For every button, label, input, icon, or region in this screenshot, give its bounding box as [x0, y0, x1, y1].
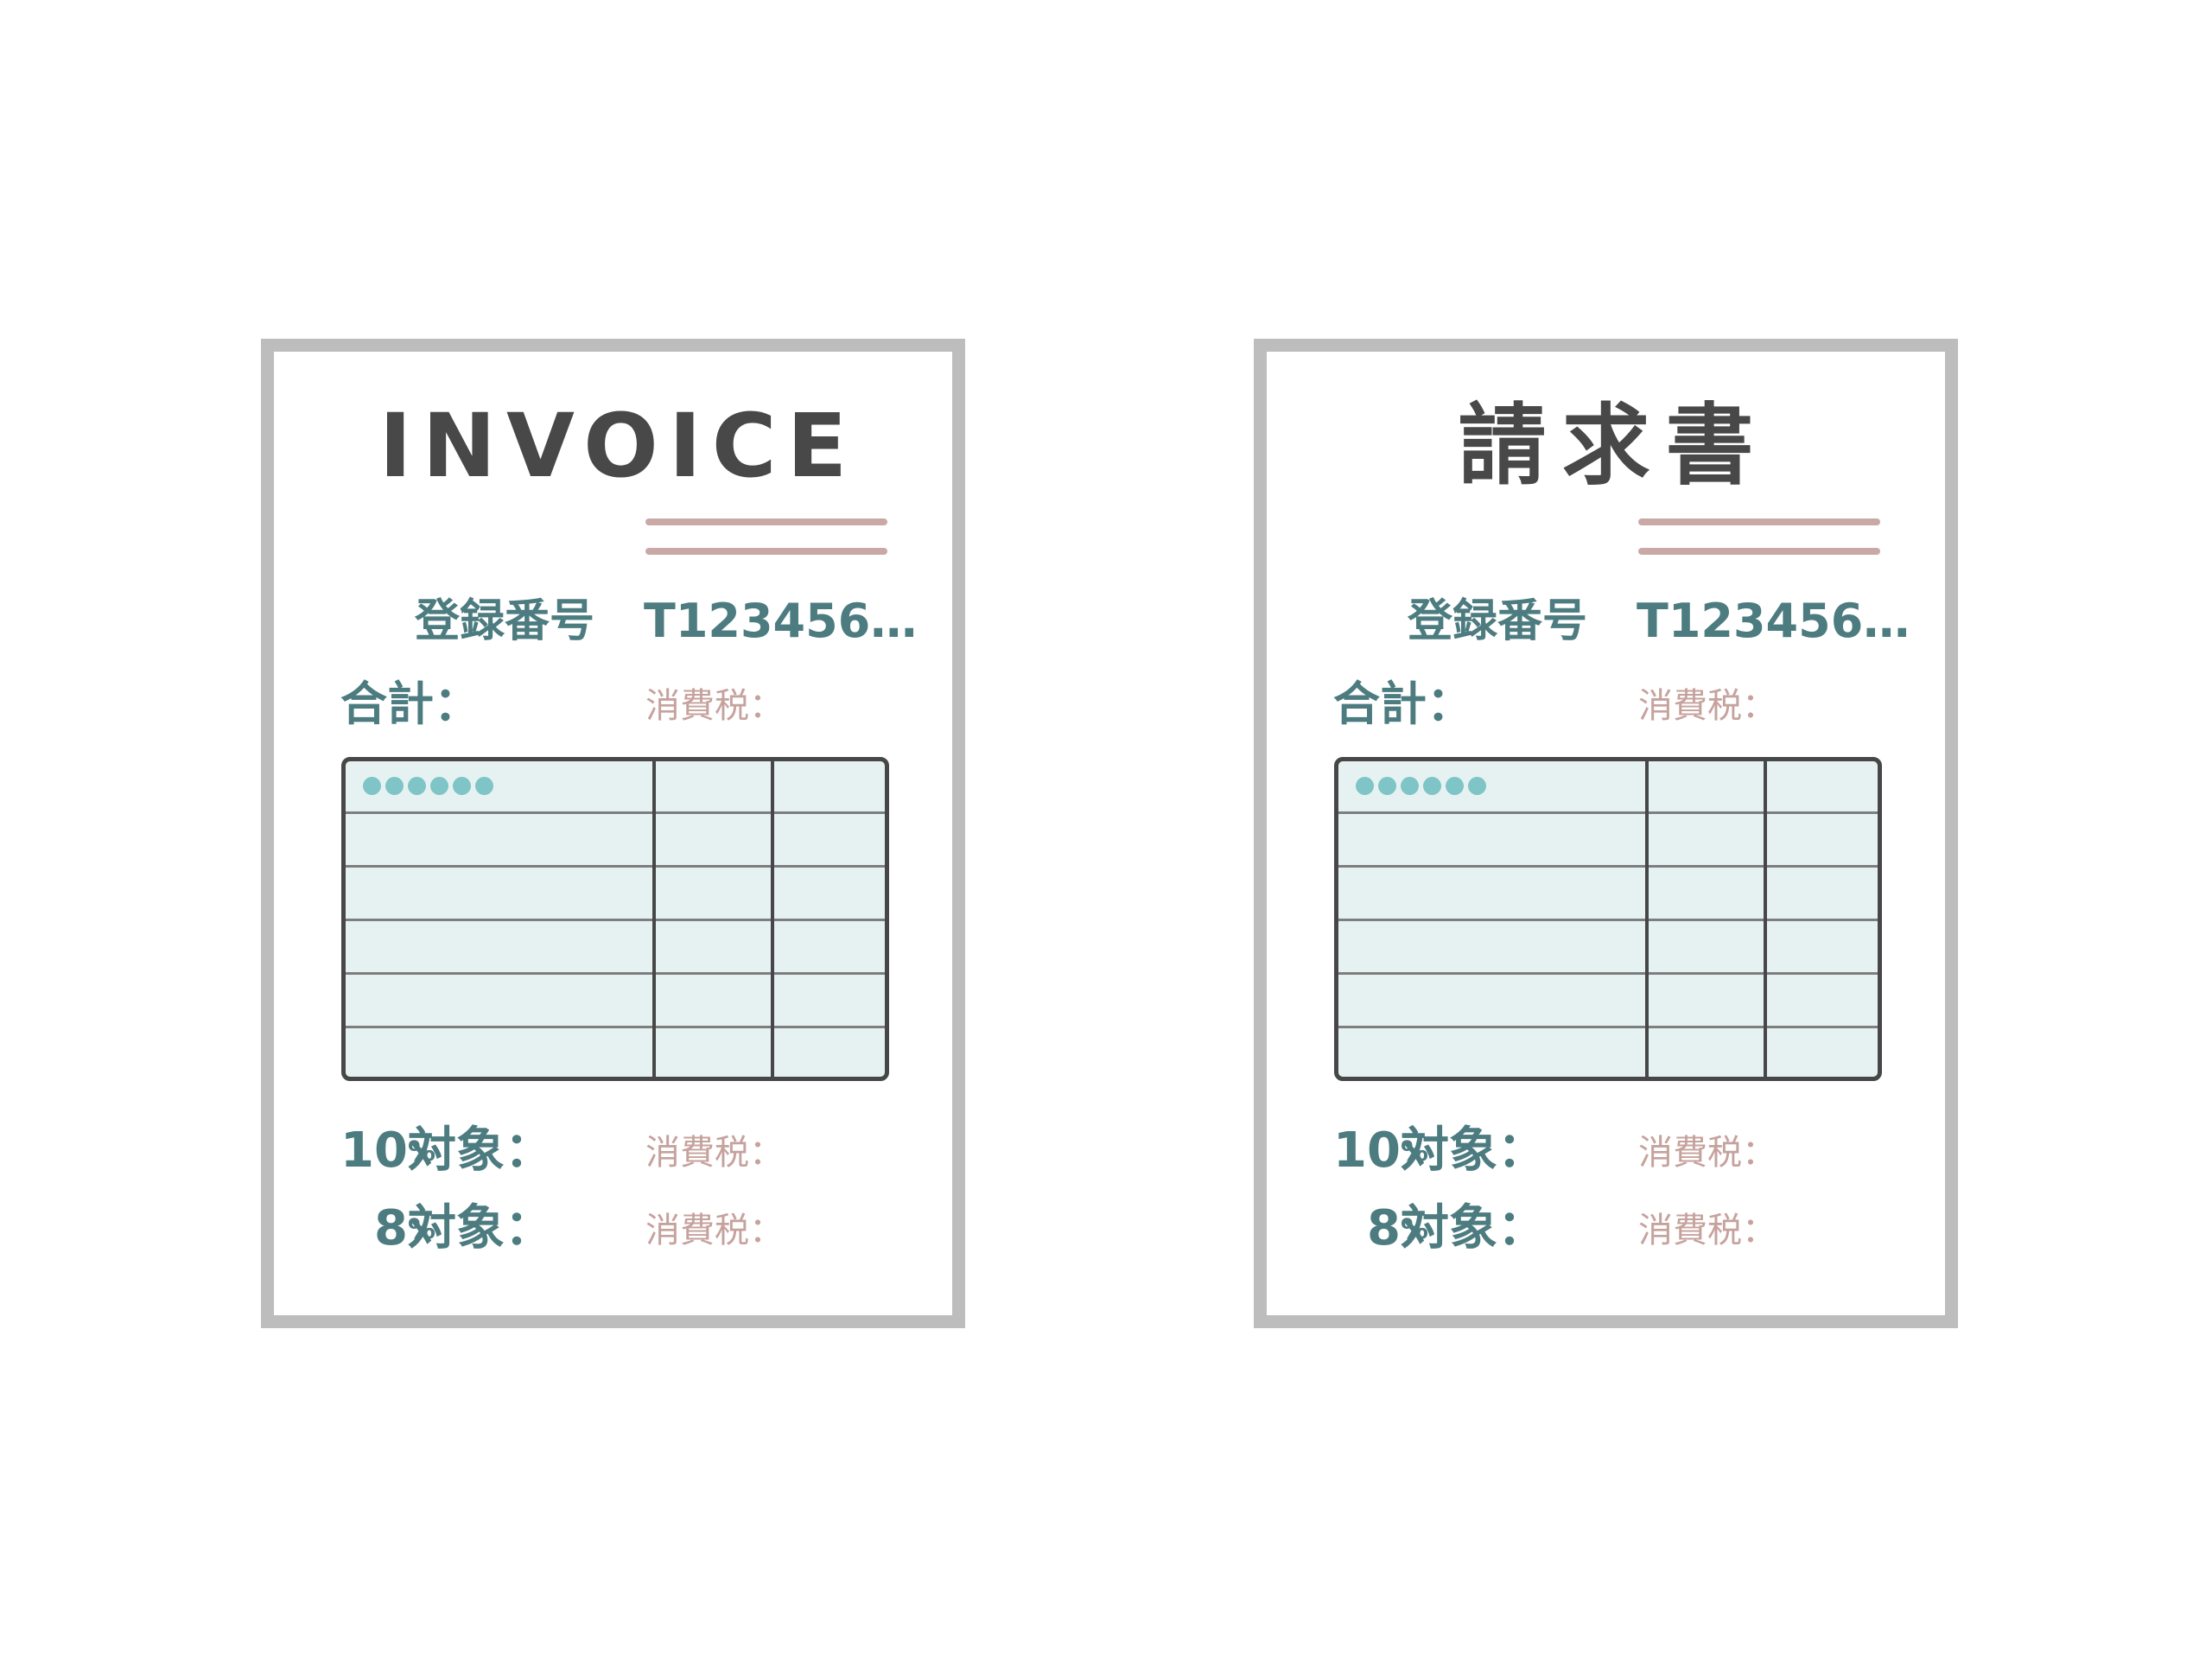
target-suffix: 対象：	[407, 1200, 553, 1256]
target-suffix: 対象：	[407, 1123, 553, 1179]
ten-percent-tax-label: 消費税：	[645, 1133, 784, 1173]
registration-number-label: 登録番号	[415, 595, 595, 647]
table-row-divider	[346, 972, 885, 975]
eight-percent-number: 8	[1367, 1200, 1401, 1256]
header-dot	[453, 777, 471, 795]
ten-percent-number: 10	[340, 1123, 408, 1179]
target-suffix: 対象：	[1400, 1123, 1546, 1179]
ten-percent-target-label: 10%対象：	[340, 1121, 553, 1181]
header-dot	[408, 777, 426, 795]
table-row-divider	[1338, 972, 1878, 975]
percent-sign: %	[1400, 1212, 1429, 1245]
table-row-divider	[346, 811, 885, 814]
header-dot	[1446, 777, 1464, 795]
registration-number-label: 登録番号	[1408, 595, 1588, 647]
table-column-divider	[652, 761, 656, 1077]
header-dot	[430, 777, 448, 795]
percent-sign: %	[407, 1212, 436, 1245]
total-label: 合計：	[340, 677, 480, 731]
registration-number-value: T123456…	[1637, 594, 1910, 648]
eight-percent-target-label: 8%対象：	[374, 1199, 553, 1259]
eight-percent-target-label: 8%対象：	[1367, 1199, 1546, 1259]
header-dot	[1423, 777, 1441, 795]
table-row-divider	[1338, 865, 1878, 868]
table-row-divider	[1338, 1026, 1878, 1028]
table-column-divider	[771, 761, 774, 1077]
eight-percent-tax-label: 消費税：	[645, 1211, 784, 1250]
percent-sign: %	[407, 1135, 435, 1167]
table-row-divider	[1338, 811, 1878, 814]
ten-percent-number: 10	[1333, 1123, 1401, 1179]
registration-number-value: T123456…	[644, 594, 918, 648]
percent-sign: %	[1400, 1135, 1428, 1167]
consumption-tax-label: 消費税：	[1638, 686, 1777, 726]
line-items-table	[341, 757, 889, 1081]
title-underline-bottom	[645, 548, 887, 555]
table-row-divider	[346, 1026, 885, 1028]
table-row-divider	[346, 919, 885, 921]
header-dot	[363, 777, 381, 795]
document-title: 請求書	[1458, 395, 1770, 498]
header-dot	[1356, 777, 1374, 795]
title-underline-top	[1638, 518, 1880, 525]
consumption-tax-label: 消費税：	[645, 686, 784, 726]
header-dots	[1356, 777, 1486, 795]
ten-percent-target-label: 10%対象：	[1333, 1121, 1546, 1181]
invoice-document-english: INVOICE 登録番号 T123456… 合計： 消費税： 10%対象：	[261, 339, 965, 1328]
table-row-divider	[346, 865, 885, 868]
title-underline-bottom	[1638, 548, 1880, 555]
target-suffix: 対象：	[1400, 1200, 1546, 1256]
table-column-divider	[1764, 761, 1767, 1077]
header-dot	[475, 777, 493, 795]
table-column-divider	[1645, 761, 1649, 1077]
document-title: INVOICE	[378, 395, 858, 498]
header-dot	[1468, 777, 1486, 795]
title-underline-top	[645, 518, 887, 525]
table-row-divider	[1338, 919, 1878, 921]
total-label: 合計：	[1333, 677, 1473, 731]
eight-percent-number: 8	[374, 1200, 408, 1256]
header-dot	[385, 777, 404, 795]
eight-percent-tax-label: 消費税：	[1638, 1211, 1777, 1250]
invoice-document-japanese: 請求書 登録番号 T123456… 合計： 消費税： 10%対象： 消	[1254, 339, 1958, 1328]
header-dot	[1378, 777, 1396, 795]
ten-percent-tax-label: 消費税：	[1638, 1133, 1777, 1173]
header-dot	[1401, 777, 1419, 795]
line-items-table	[1334, 757, 1882, 1081]
header-dots	[363, 777, 493, 795]
